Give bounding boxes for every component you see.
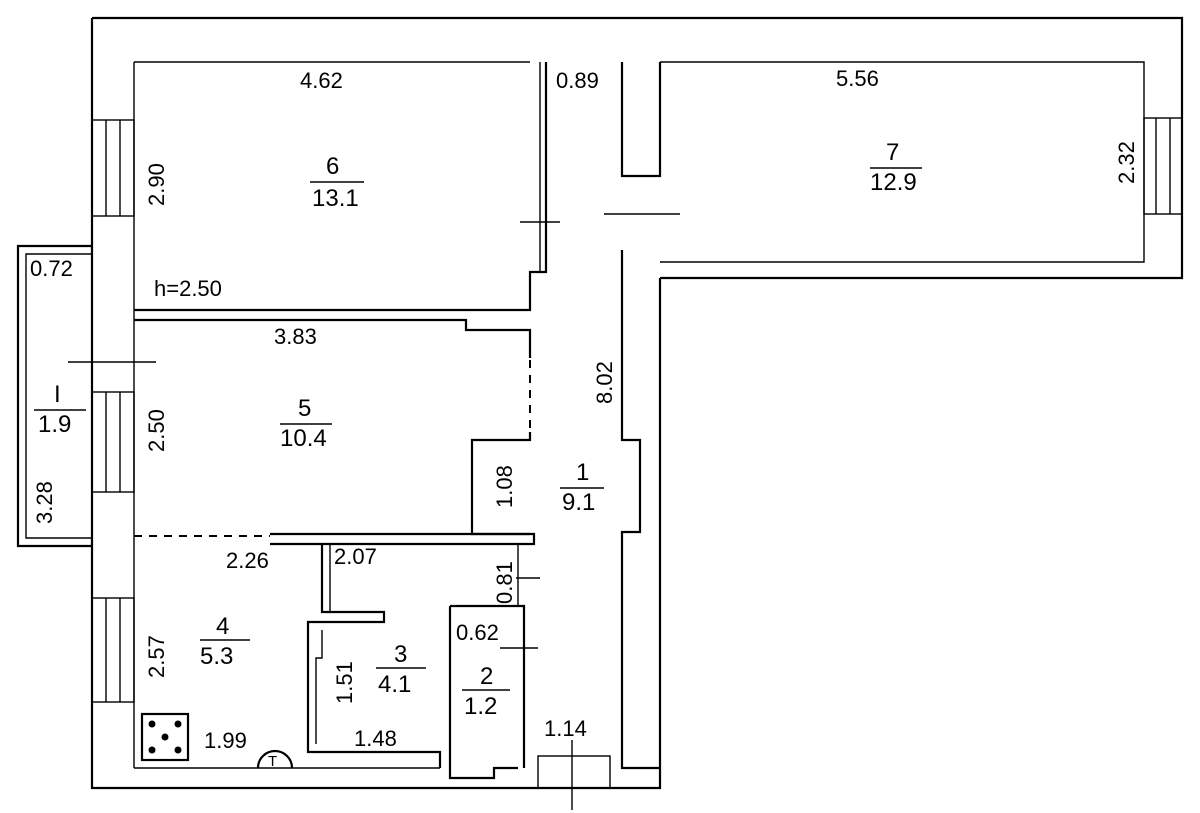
balcony	[16, 244, 156, 548]
balcony-number: I	[54, 381, 61, 408]
window-room4	[91, 597, 135, 703]
dim-room3-width: 2.07	[334, 544, 377, 569]
dim-balcony-length: 3.28	[32, 481, 57, 524]
fraction-lines	[34, 167, 922, 691]
room2-area: 1.2	[464, 693, 497, 720]
balcony-area: 1.9	[38, 411, 71, 438]
room5-area: 10.4	[280, 425, 327, 452]
room6-area: 13.1	[312, 185, 359, 212]
room4-partition	[134, 532, 536, 546]
room3-number: 3	[394, 641, 407, 668]
dim-niche: 1.08	[492, 465, 517, 508]
room7-area: 12.9	[870, 169, 917, 196]
room6-walls	[134, 62, 560, 312]
room2-number: 2	[480, 663, 493, 690]
dim-corridor-top: 0.89	[556, 68, 599, 93]
dim-corridor-length: 8.02	[592, 361, 617, 404]
dim-room6-width: 4.62	[300, 68, 343, 93]
dim-room3-bottom: 1.48	[354, 726, 397, 751]
dim-room2-width: 0.62	[456, 620, 499, 645]
dim-room7-height: 2.32	[1114, 141, 1139, 184]
window-room6	[91, 119, 135, 217]
boiler-icon: T	[256, 749, 294, 770]
room7-number: 7	[886, 139, 899, 166]
room7-walls	[604, 62, 680, 770]
room1-number: 1	[576, 459, 589, 486]
room4-number: 4	[216, 613, 229, 640]
room5-walls	[134, 318, 532, 536]
window-room7	[1143, 117, 1183, 215]
dim-entry-width: 1.14	[544, 716, 587, 741]
entry-door	[537, 740, 611, 810]
room4-area: 5.3	[200, 643, 233, 670]
room5-number: 5	[298, 395, 311, 422]
dim-room4-width: 2.26	[226, 548, 269, 573]
dim-balcony-depth: 0.72	[30, 256, 73, 281]
dim-kitchen-bottom: 1.99	[204, 728, 247, 753]
dim-room2-depth: 0.81	[492, 561, 517, 604]
dim-ceiling-height: h=2.50	[154, 276, 222, 301]
dim-room6-height: 2.90	[144, 163, 169, 206]
room3-area: 4.1	[378, 671, 411, 698]
stove-icon	[140, 712, 190, 762]
room-labels: 6 13.1 7 12.9 5 10.4 1 9.1 4 5.3 3 4.1 2…	[38, 139, 917, 720]
dim-room7-width: 5.56	[836, 66, 879, 91]
dimension-labels: 4.62 0.89 5.56 0.72 h=2.50 3.83 2.26 2.0…	[30, 66, 1139, 753]
dim-room3-height: 1.51	[332, 661, 357, 704]
window-room5	[91, 391, 135, 493]
dim-room4-height: 2.57	[144, 635, 169, 678]
boiler-symbol-label: T	[268, 753, 277, 770]
room1-area: 9.1	[562, 489, 595, 516]
dim-room5-width: 3.83	[274, 324, 317, 349]
dim-room5-height: 2.50	[144, 409, 169, 452]
outer-walls	[90, 16, 1184, 790]
room3-walls	[306, 544, 442, 768]
room6-number: 6	[326, 153, 339, 180]
room2-walls	[448, 544, 540, 780]
